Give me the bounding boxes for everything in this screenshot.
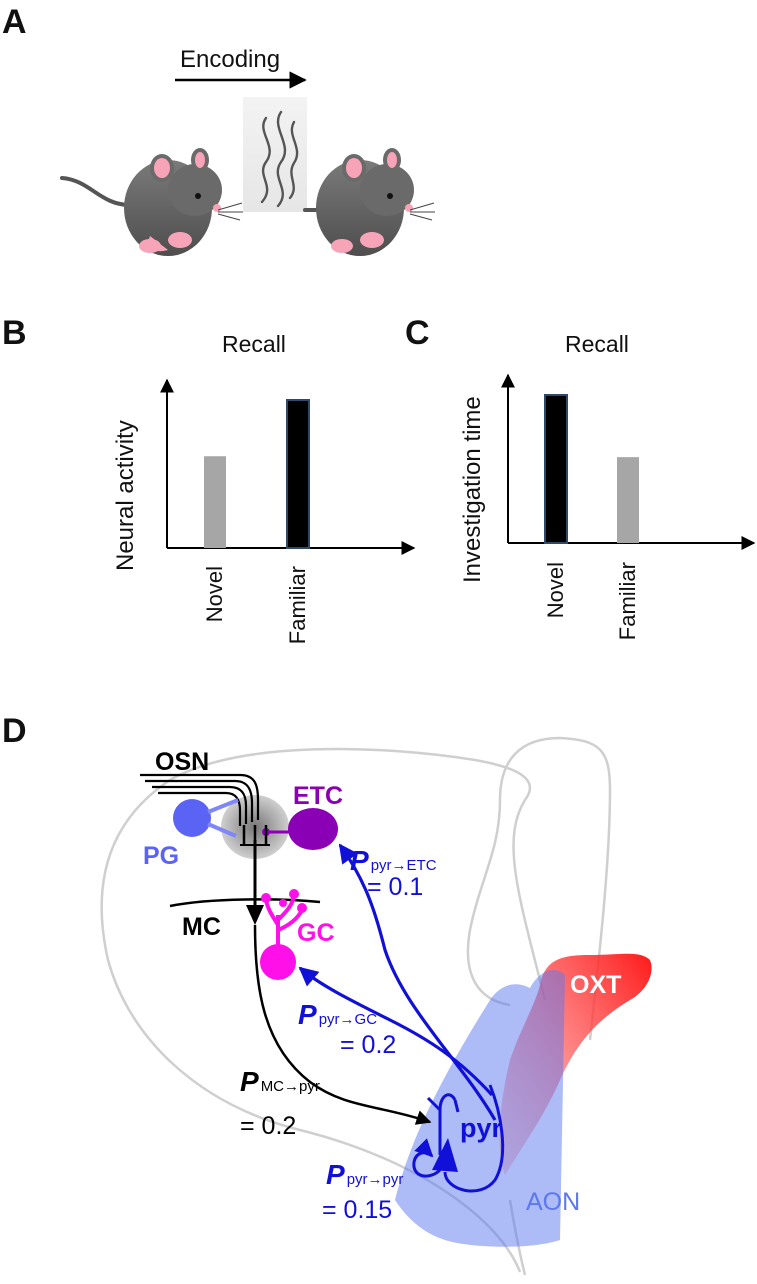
pyr-to-gc-arrow [298, 966, 494, 1097]
p-subscript: MC→pyr [261, 1078, 320, 1095]
osn-label: OSN [155, 748, 209, 776]
olfactory-bulb-outline [100, 747, 547, 1273]
p-subscript: pyr→pyr [347, 1171, 404, 1188]
panel-a-letter: A [2, 3, 27, 41]
osn-axons [140, 773, 260, 826]
mouse-icon-right [303, 148, 435, 256]
odor-icon [260, 110, 299, 208]
mc-to-pyr-arrow [253, 924, 432, 1125]
p-symbol: P [326, 1159, 345, 1190]
panel-c-bars: Novel Familiar [543, 394, 640, 640]
pyr-cell [412, 1084, 505, 1193]
p-subscript: pyr→GC [319, 1011, 378, 1028]
bar-familiar [617, 457, 639, 543]
pg-label: PG [143, 842, 179, 870]
gc-label: GC [297, 919, 335, 947]
pyr-label: pyr [460, 1113, 503, 1143]
tick-label-familiar: Familiar [615, 562, 640, 640]
panel-b-letter: B [2, 314, 27, 352]
p-subscript: pyr→ETC [371, 857, 437, 874]
etc-label: ETC [293, 782, 343, 810]
panel-d: D OSN PG ETC [2, 712, 652, 1276]
bar-familiar [286, 399, 310, 549]
tick-label-novel: Novel [543, 562, 568, 618]
p-value: = 0.2 [240, 1112, 296, 1140]
p-symbol: P [350, 845, 369, 876]
p-symbol: P [240, 1066, 259, 1097]
encoding-label: Encoding [180, 46, 280, 73]
panel-c-title: Recall [565, 331, 629, 357]
panel-c-ylabel: Investigation time [459, 396, 486, 583]
panel-b-title: Recall [222, 331, 286, 357]
mouse-icon-left [60, 148, 243, 256]
panel-a: A Encoding [2, 3, 435, 256]
panel-b: B Recall Neural activity Novel Familiar [2, 314, 416, 644]
panel-d-letter: D [2, 712, 27, 750]
p-value: = 0.15 [322, 1196, 392, 1224]
brain-outline-right [466, 736, 612, 1041]
mc-cell [169, 825, 321, 925]
pg-dendrite-2 [207, 822, 237, 838]
aon-region [395, 969, 565, 1247]
svg-text:PMC→pyr: PMC→pyr [240, 1066, 320, 1097]
p-value: = 0.2 [340, 1031, 396, 1059]
gc-spines [261, 889, 307, 913]
pg-dendrite [207, 798, 239, 814]
pyr-to-etc-arrow [338, 843, 497, 1121]
gc-soma [260, 944, 296, 980]
p-symbol: P [298, 999, 317, 1030]
aon-label: AON [526, 1188, 580, 1216]
pyr-recurrent-arrow [412, 1138, 442, 1178]
mc-label: MC [182, 913, 221, 941]
panel-b-ylabel: Neural activity [112, 420, 139, 571]
panel-c-letter: C [405, 314, 430, 352]
p-value: = 0.1 [367, 873, 423, 901]
panel-c: C Recall Investigation time Novel Familia… [405, 314, 756, 640]
bar-novel [204, 456, 226, 548]
tick-label-familiar: Familiar [285, 566, 310, 644]
etc-cell [288, 808, 338, 850]
pg-cell [173, 799, 211, 837]
panel-b-bars: Novel Familiar [202, 399, 310, 644]
oxt-label: OXT [570, 971, 621, 999]
bar-novel [544, 394, 568, 544]
tick-label-novel: Novel [202, 566, 227, 622]
